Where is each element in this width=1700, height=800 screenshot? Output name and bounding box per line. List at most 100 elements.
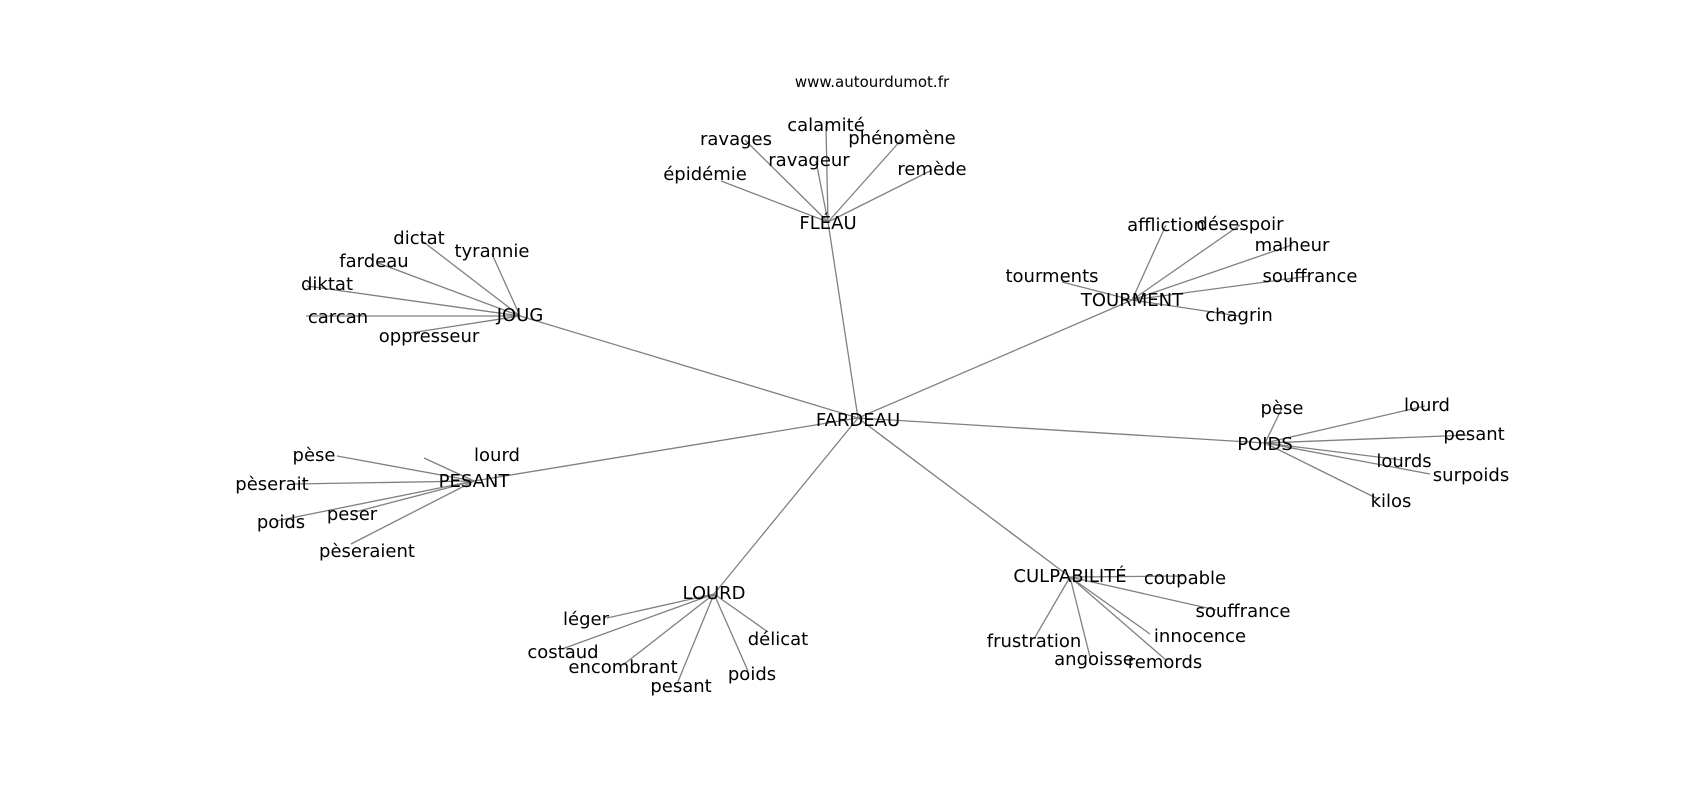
center-node-label: FARDEAU — [816, 410, 900, 431]
word-label: remède — [897, 159, 966, 180]
edge-fleau-word — [815, 160, 829, 223]
word-label: innocence — [1154, 626, 1246, 647]
edge-center-culpabilite — [857, 417, 1071, 578]
word-label: lourds — [1376, 451, 1431, 472]
edge-culpabilite-word — [1069, 576, 1091, 658]
edge-tourment-word — [1131, 275, 1311, 301]
word-label: pèse — [293, 445, 336, 466]
edge-lourd-word — [713, 593, 749, 672]
word-label: ravageur — [768, 150, 850, 171]
word-label: délicat — [748, 629, 809, 650]
edge-joug-word — [377, 262, 521, 317]
word-label: tourments — [1005, 266, 1098, 287]
edge-tourment-word — [1131, 244, 1293, 301]
word-label: souffrance — [1262, 266, 1357, 287]
word-label: angoisse — [1054, 649, 1134, 670]
edge-tourment-word — [1131, 224, 1167, 301]
edge-center-pesant — [473, 417, 859, 482]
word-label: malheur — [1255, 235, 1330, 256]
word-label: lourd — [474, 445, 520, 466]
word-label: calamité — [787, 115, 865, 136]
edge-tourment-word — [1061, 281, 1133, 301]
edge-poids-word — [1264, 442, 1379, 500]
word-label: affliction — [1127, 215, 1205, 236]
word-label: phénomène — [848, 128, 955, 149]
edge-fleau-word — [827, 138, 903, 223]
edge-fleau-word — [825, 125, 829, 223]
edge-pesant-word — [292, 480, 475, 485]
word-label: pesant — [650, 676, 711, 697]
edge-joug-word — [409, 315, 521, 334]
edge-poids-word — [1264, 405, 1426, 444]
hub-label-lourd: LOURD — [682, 583, 745, 604]
word-label: ravages — [700, 129, 772, 150]
edge-center-tourment — [857, 299, 1133, 419]
edge-fleau-word — [720, 180, 829, 223]
hub-label-fleau: FLÉAU — [799, 212, 856, 234]
word-label: désespoir — [1196, 214, 1284, 235]
word-label: poids — [728, 664, 776, 685]
hub-label-tourment: TOURMENT — [1080, 290, 1184, 311]
edge-culpabilite-word — [1033, 576, 1071, 640]
word-label: tyrannie — [454, 241, 529, 262]
edge-pesant-word — [423, 457, 475, 482]
word-label: dictat — [393, 228, 444, 249]
edge-poids-word — [1264, 407, 1283, 444]
word-label: pèserait — [235, 474, 308, 495]
word-label: léger — [563, 609, 610, 630]
word-label: coupable — [1144, 568, 1226, 589]
word-label: fardeau — [339, 251, 408, 272]
edge-culpabilite-word — [1069, 576, 1167, 661]
edge-joug-word — [306, 285, 521, 317]
edge-tourment-word — [1131, 299, 1240, 317]
edge-center-fleau — [827, 221, 859, 419]
hub-label-joug: JOUG — [496, 305, 544, 326]
word-label: poids — [257, 512, 305, 533]
edge-pesant-word — [336, 455, 475, 482]
edge-joug-word — [420, 239, 521, 317]
edge-lourd-word — [606, 593, 715, 619]
edge-poids-word — [1264, 442, 1403, 461]
edge-tourment-word — [1131, 224, 1241, 301]
word-label: costaud — [527, 642, 598, 663]
word-label: surpoids — [1433, 465, 1509, 486]
edge-pesant-word — [350, 480, 475, 545]
graph-labels: www.autourdumot.fr FARDEAUFLÉAUépidémier… — [235, 73, 1509, 697]
edge-lourd-word — [676, 593, 715, 685]
word-label: diktat — [301, 274, 353, 295]
word-label: lourd — [1404, 395, 1450, 416]
edge-poids-word — [1264, 434, 1471, 444]
graph-edges — [275, 125, 1471, 685]
hub-label-poids: POIDS — [1237, 434, 1293, 455]
word-label: kilos — [1371, 491, 1412, 512]
edge-culpabilite-word — [1069, 576, 1151, 635]
word-label: carcan — [308, 307, 368, 328]
word-label: peser — [327, 504, 378, 525]
edge-pesant-word — [354, 480, 475, 513]
hub-label-pesant: PESANT — [439, 471, 511, 492]
word-label: pèseraient — [319, 541, 415, 562]
word-label: souffrance — [1195, 601, 1290, 622]
word-label: remords — [1128, 652, 1203, 673]
edge-fleau-word — [827, 169, 933, 223]
edge-lourd-word — [713, 593, 769, 633]
edge-poids-word — [1264, 442, 1431, 475]
word-label: pèse — [1261, 398, 1304, 419]
edge-culpabilite-word — [1069, 576, 1217, 611]
word-label: encombrant — [568, 657, 677, 678]
edge-pesant-word — [275, 480, 475, 522]
word-label: chagrin — [1205, 305, 1273, 326]
edge-joug-word — [491, 253, 521, 317]
word-label: épidémie — [663, 164, 747, 185]
edge-fleau-word — [744, 139, 829, 223]
edge-center-lourd — [713, 417, 859, 595]
word-label: oppresseur — [379, 326, 480, 347]
edge-lourd-word — [622, 593, 715, 666]
edge-lourd-word — [561, 593, 715, 650]
word-label: frustration — [987, 631, 1082, 652]
edge-center-joug — [519, 315, 859, 419]
hub-label-culpabilite: CULPABILITÉ — [1013, 565, 1126, 587]
word-label: pesant — [1443, 424, 1504, 445]
edge-center-poids — [857, 417, 1266, 444]
